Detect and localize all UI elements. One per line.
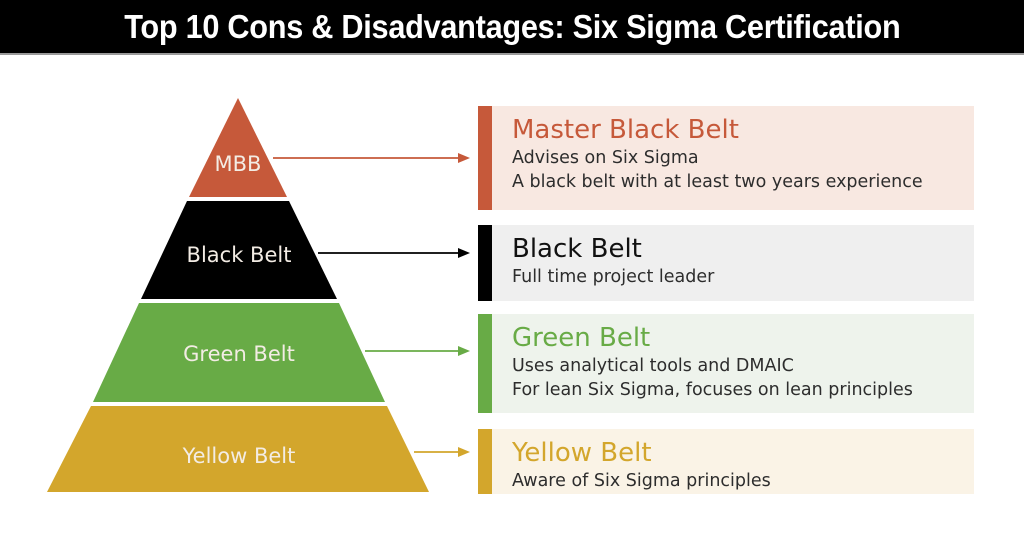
pyramid-tier-yellow-belt <box>47 406 429 492</box>
card-master-black-belt: Master Black Belt Advises on Six Sigma A… <box>478 106 974 210</box>
card-description: Advises on Six Sigma <box>512 148 699 168</box>
tier-label-yellow-belt: Yellow Belt <box>182 444 296 468</box>
card-accent-bar <box>478 106 492 210</box>
arrow-yellow-belt <box>414 447 470 457</box>
title-banner: Top 10 Cons & Disadvantages: Six Sigma C… <box>0 0 1024 55</box>
card-description: Aware of Six Sigma principles <box>512 471 771 491</box>
pyramid-tier-green-belt <box>93 303 385 402</box>
arrow-black-belt <box>318 248 470 258</box>
pyramid-tier-mbb <box>189 98 287 197</box>
card-title: Green Belt <box>512 323 651 353</box>
card-green-belt: Green Belt Uses analytical tools and DMA… <box>478 314 974 413</box>
card-title: Master Black Belt <box>512 115 739 145</box>
card-title: Black Belt <box>512 234 642 264</box>
card-description: Full time project leader <box>512 267 715 287</box>
card-description: For lean Six Sigma, focuses on lean prin… <box>512 380 913 400</box>
tier-label-green-belt: Green Belt <box>183 342 295 366</box>
tier-label-black-belt: Black Belt <box>187 243 292 267</box>
card-description: A black belt with at least two years exp… <box>512 172 923 192</box>
card-description: Uses analytical tools and DMAIC <box>512 356 794 376</box>
card-yellow-belt: Yellow Belt Aware of Six Sigma principle… <box>478 429 974 494</box>
pyramid-tier-black-belt <box>141 201 337 299</box>
arrow-mbb <box>273 153 470 163</box>
card-accent-bar <box>478 225 492 301</box>
tier-label-mbb: MBB <box>215 152 262 176</box>
card-accent-bar <box>478 314 492 413</box>
arrow-green-belt <box>365 346 470 356</box>
card-accent-bar <box>478 429 492 494</box>
card-title: Yellow Belt <box>512 438 652 468</box>
card-black-belt: Black Belt Full time project leader <box>478 225 974 301</box>
page-title: Top 10 Cons & Disadvantages: Six Sigma C… <box>123 7 901 45</box>
